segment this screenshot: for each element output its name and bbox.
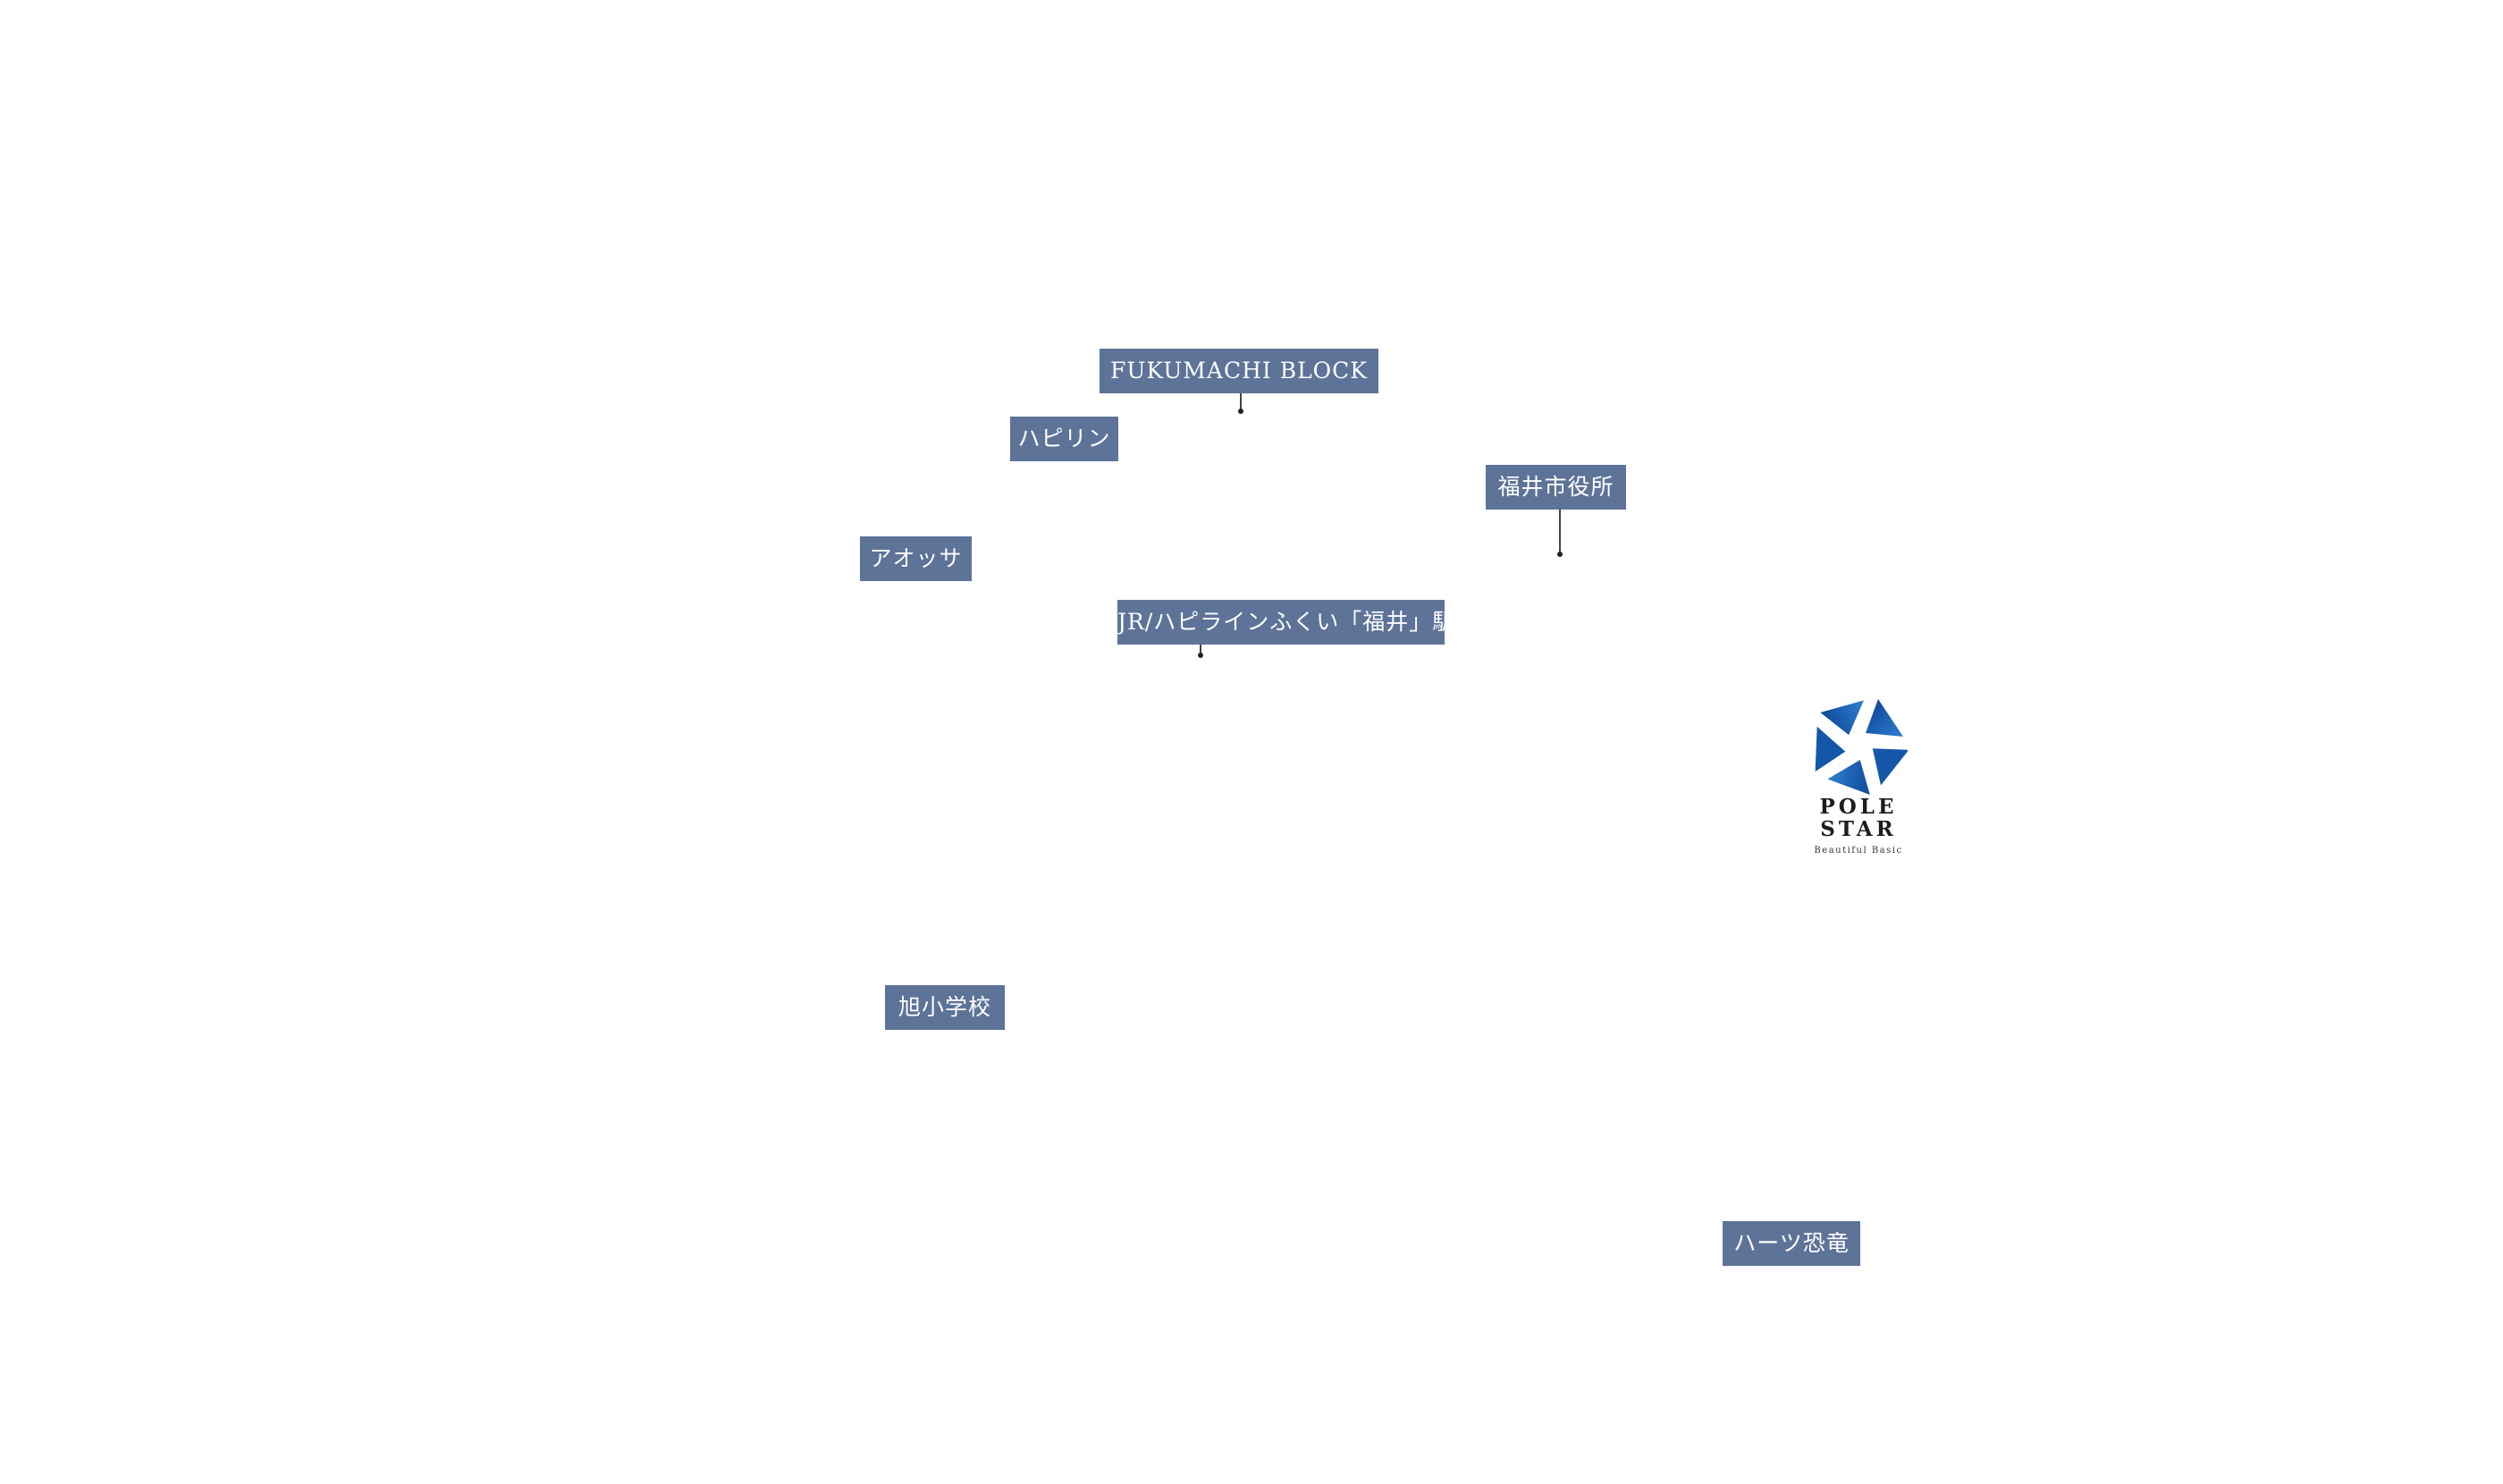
label-aossa: アオッサ [860, 536, 972, 581]
location-dot-city-hall [1557, 552, 1563, 557]
leader-line-fukumachi [1240, 393, 1242, 411]
label-hearts-kyoryu: ハーツ恐竜 [1723, 1221, 1860, 1266]
label-fukui-station: JR/ハピラインふくい「福井」駅 [1117, 600, 1454, 645]
logo-blade [1872, 748, 1908, 786]
location-dot-fukumachi [1238, 409, 1243, 414]
label-fukumachi-block: FUKUMACHI BLOCK [1100, 349, 1378, 393]
logo-name-line1: POLE [1819, 795, 1898, 819]
logo-blade [1815, 726, 1846, 772]
label-hapirin: ハピリン [1010, 417, 1118, 461]
label-asahi-elementary-school: 旭小学校 [885, 985, 1005, 1030]
label-fukui-city-hall: 福井市役所 [1486, 465, 1626, 510]
leader-line-city-hall [1559, 510, 1561, 554]
logo-tagline: Beautiful Basic [1814, 846, 1903, 856]
pinwheel-logo-icon [1815, 699, 1908, 796]
location-dot-station [1198, 653, 1203, 658]
logo-blade [1820, 700, 1864, 736]
logo-blade [1827, 760, 1870, 796]
leader-line-station [1200, 645, 1201, 655]
logo-blade [1866, 699, 1903, 737]
logo-name-line2: STAR [1820, 817, 1897, 841]
pole-star-logo: POLE STAR Beautiful Basic [1806, 696, 1911, 856]
